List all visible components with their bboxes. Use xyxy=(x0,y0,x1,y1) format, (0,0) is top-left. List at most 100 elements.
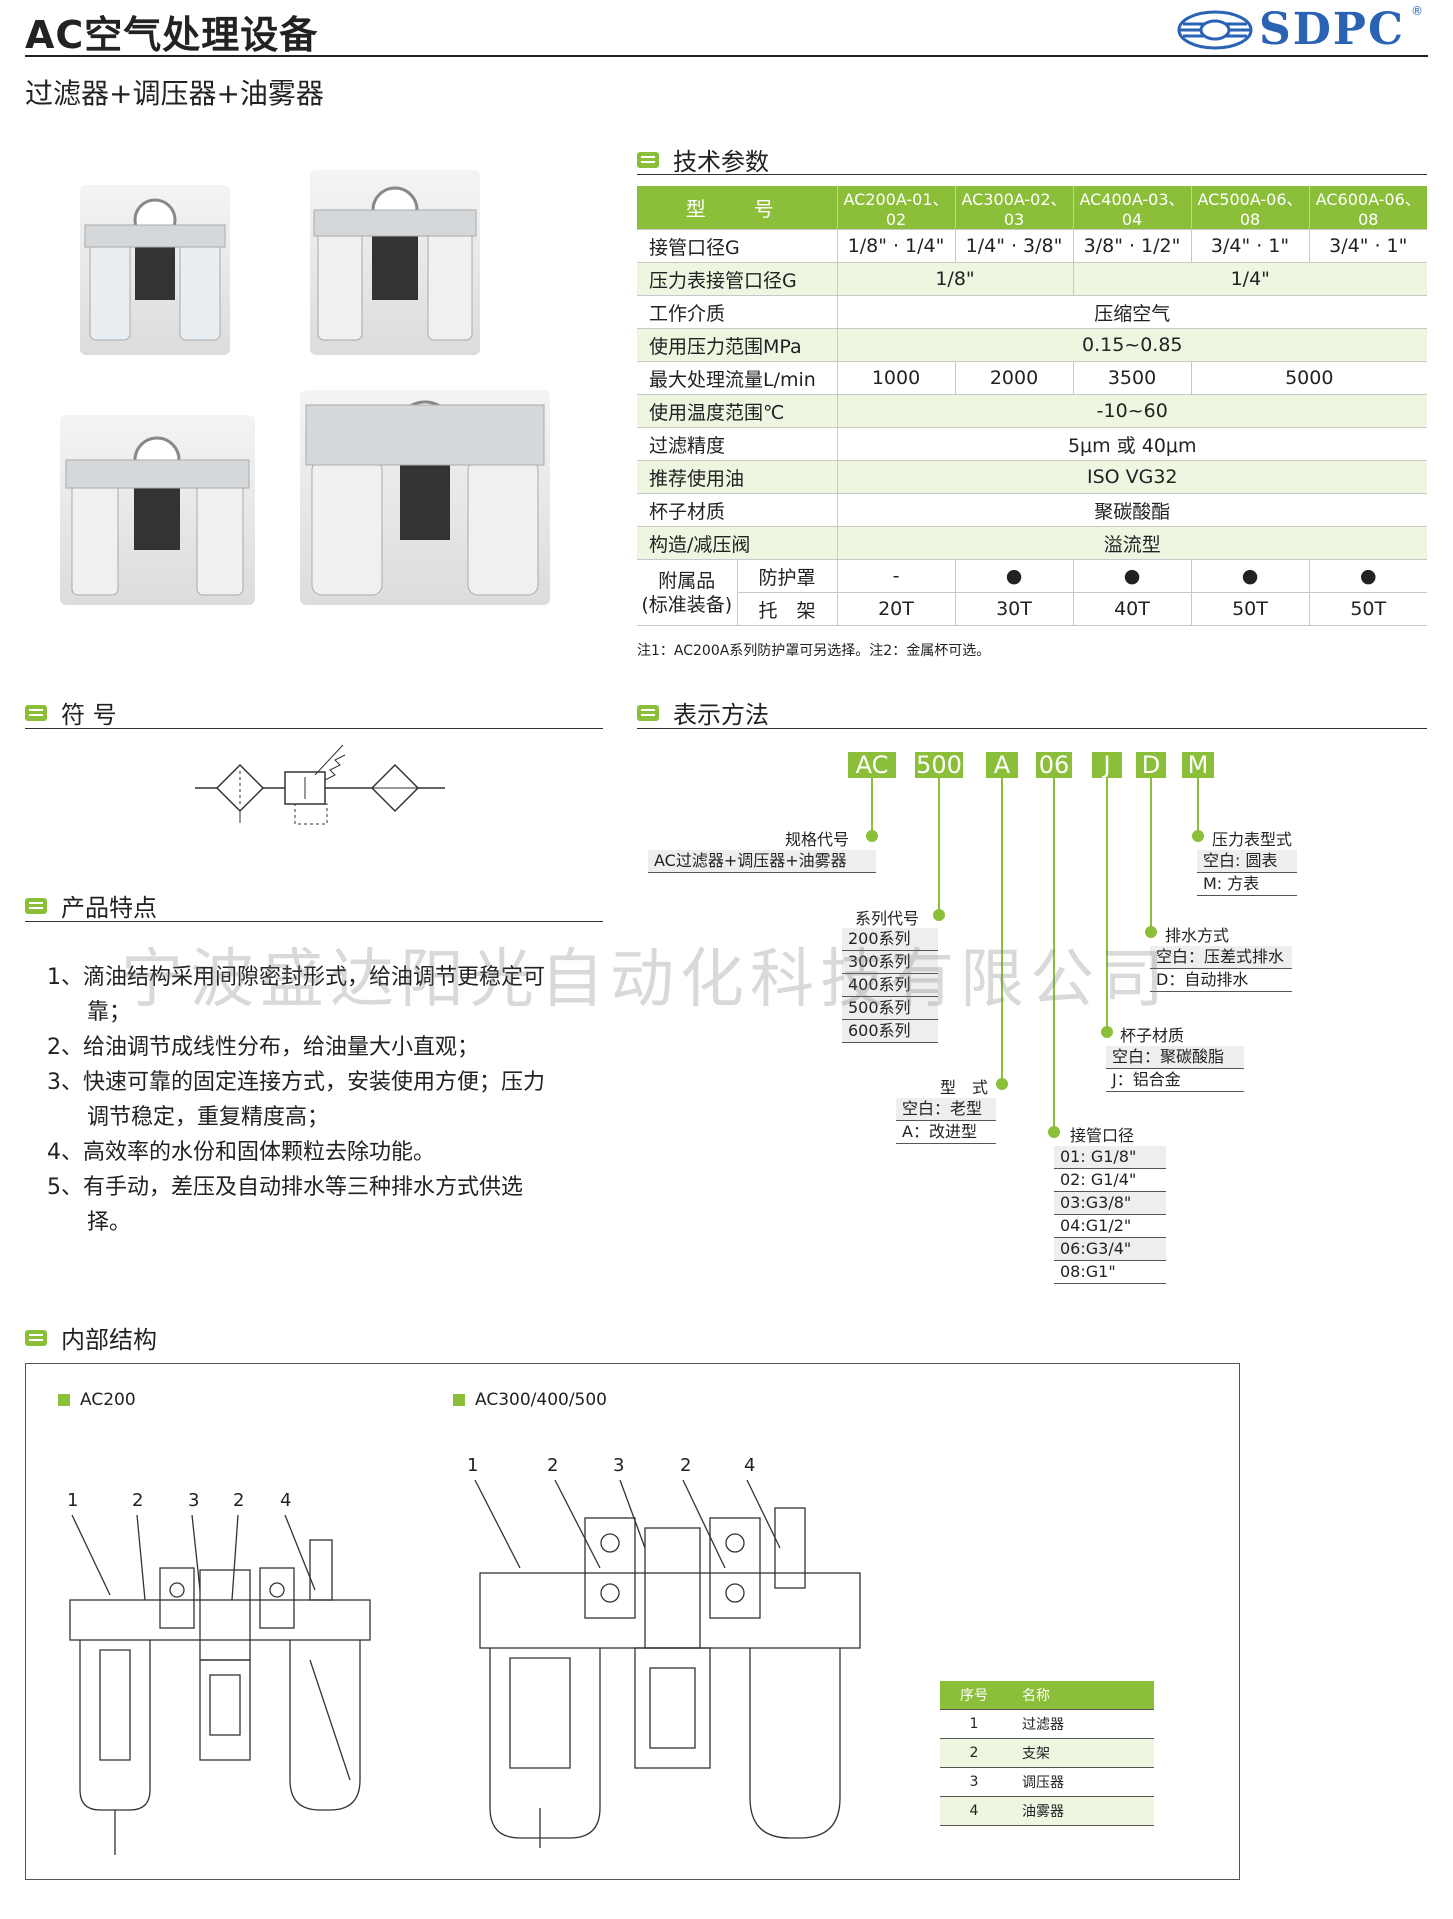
spec-table: 型 号 AC200A-01、02 AC300A-02、03 AC400A-03、… xyxy=(637,186,1427,626)
cell: ● xyxy=(1309,559,1427,593)
cell: 1/4" · 3/8" xyxy=(955,229,1074,263)
option-item: 300系列 xyxy=(842,951,938,974)
leader-line xyxy=(1150,778,1152,932)
section-heading-notation: 表示方法 xyxy=(637,695,769,730)
row-label: 工作介质 xyxy=(637,295,838,329)
option-list-drain: 空白：压差式排水 D：自动排水 xyxy=(1150,946,1292,992)
accessory-label: 附属品 xyxy=(658,569,716,592)
section-heading-symbol: 符 号 xyxy=(25,695,117,730)
option-list-type: 空白：老型 A：改进型 xyxy=(896,1098,996,1144)
cell: 过滤器 xyxy=(1008,1709,1154,1739)
registered-mark: ® xyxy=(1411,4,1423,18)
table-row: 4 油雾器 xyxy=(940,1796,1154,1826)
cell: 支架 xyxy=(1008,1738,1154,1768)
table-row: 1 过滤器 xyxy=(940,1709,1154,1739)
cell: 1/4" xyxy=(1073,262,1427,296)
option-title: 型 式 xyxy=(940,1078,989,1097)
section-bullet-icon xyxy=(637,151,659,168)
structure-label-right: AC300/400/500 xyxy=(453,1390,607,1410)
cell: 1000 xyxy=(837,361,956,395)
cell: 3/4" · 1" xyxy=(1309,229,1427,263)
cell: 50T xyxy=(1309,592,1427,626)
option-title: 接管口径 xyxy=(1070,1126,1135,1145)
spec-note: 注1：AC200A系列防护罩可另选择。注2：金属杯可选。 xyxy=(637,643,991,659)
row-label: 最大处理流量L/min xyxy=(637,361,838,395)
spec-row-guard: 附属品 (标准装备) 防护罩 - ● ● ● ● xyxy=(637,559,1427,626)
code-gauge: M xyxy=(1182,752,1214,778)
leader-dot xyxy=(1192,830,1204,842)
code-series: 500 xyxy=(915,751,963,779)
frl-unit-icon xyxy=(305,400,545,596)
leader-line xyxy=(1053,778,1055,1132)
option-item: J：铝合金 xyxy=(1106,1069,1244,1092)
sdpc-logo-icon xyxy=(1177,10,1253,49)
code-ac: AC xyxy=(848,752,896,778)
cell: 3/4" · 1" xyxy=(1191,229,1310,263)
structure-label-left: AC200 xyxy=(58,1390,136,1410)
spec-row-structure: 构造/减压阀 溢流型 xyxy=(637,526,1427,560)
frl-unit-icon xyxy=(313,186,477,341)
header-cell: AC500A-06、08 xyxy=(1191,186,1310,230)
list-item: 4、高效率的水份和固体颗粒去除功能。 xyxy=(47,1140,435,1165)
section-bullet-icon xyxy=(25,704,47,721)
section-title: 内部结构 xyxy=(61,1326,157,1354)
section-divider xyxy=(637,728,1427,729)
option-item: 03:G3/8" xyxy=(1054,1192,1166,1215)
code-type: A xyxy=(986,752,1018,778)
spec-row-gauge-port: 压力表接管口径G 1/8" 1/4" xyxy=(637,262,1427,296)
leader-dot xyxy=(933,909,945,921)
table-row: 2 支架 xyxy=(940,1738,1154,1768)
cell: 4 xyxy=(940,1796,1008,1826)
option-item: 600系列 xyxy=(842,1020,938,1043)
option-item: 空白：压差式排水 xyxy=(1150,946,1292,969)
option-item: 200系列 xyxy=(842,928,938,951)
option-title: 排水方式 xyxy=(1165,926,1230,945)
accessory-label-2: (标准装备) xyxy=(641,593,733,616)
callout-number: 1 xyxy=(467,1455,479,1476)
frl-unit-icon xyxy=(65,436,250,596)
spec-row-temp: 使用温度范围℃ -10~60 xyxy=(637,394,1427,428)
frl-unit-icon xyxy=(84,198,226,341)
cell: 0.15~0.85 xyxy=(837,328,1427,362)
callout-number: 2 xyxy=(233,1490,245,1511)
cell: ISO VG32 xyxy=(837,460,1427,494)
row-label: 防护罩 xyxy=(737,559,838,593)
row-label: 使用压力范围MPa xyxy=(637,328,838,362)
leader-dot xyxy=(1145,926,1157,938)
cell: 3/8" · 1/2" xyxy=(1073,229,1192,263)
row-label: 接管口径G xyxy=(637,229,838,263)
callout-number: 2 xyxy=(547,1455,559,1476)
callout-number: 4 xyxy=(280,1490,292,1511)
page-title: AC空气处理设备 xyxy=(25,13,319,57)
option-item: 02: G1/4" xyxy=(1054,1169,1166,1192)
cell: 1/8" · 1/4" xyxy=(837,229,956,263)
option-item: 06:G3/4" xyxy=(1054,1238,1166,1261)
callout-number: 3 xyxy=(613,1455,625,1476)
row-label: 过滤精度 xyxy=(637,427,838,461)
pneumatic-symbol-icon xyxy=(195,744,445,825)
section-bullet-icon xyxy=(25,1329,47,1346)
code-bowl: J xyxy=(1092,752,1122,778)
page-subtitle: 过滤器+调压器+油雾器 xyxy=(25,77,324,110)
section-title: 表示方法 xyxy=(673,701,769,729)
row-label: 压力表接管口径G xyxy=(637,262,838,296)
cell: 3 xyxy=(940,1767,1008,1797)
ac200-cutaway-drawing xyxy=(69,1514,371,1855)
code-drain: D xyxy=(1136,752,1166,778)
header-cell: 序号 xyxy=(940,1681,1008,1710)
cell: ● xyxy=(1191,559,1310,593)
header-cell: 型 号 xyxy=(637,186,838,230)
row-label: 托 架 xyxy=(737,592,838,626)
structure-model: AC300/400/500 xyxy=(475,1390,607,1410)
product-photo-1 xyxy=(80,185,230,355)
section-title: 技术参数 xyxy=(673,148,769,176)
list-item: 1、滴油结构采用间隙密封形式，给油调节更稳定可靠； xyxy=(47,965,545,1025)
row-label: 杯子材质 xyxy=(637,493,838,527)
leader-line xyxy=(871,778,873,836)
product-photo-2 xyxy=(310,170,480,355)
option-title: 杯子材质 xyxy=(1120,1026,1185,1045)
label-square-icon xyxy=(58,1394,70,1406)
header-cell: AC200A-01、02 xyxy=(837,186,956,230)
structure-frame xyxy=(25,1363,1240,1880)
option-item: A：改进型 xyxy=(896,1121,996,1144)
